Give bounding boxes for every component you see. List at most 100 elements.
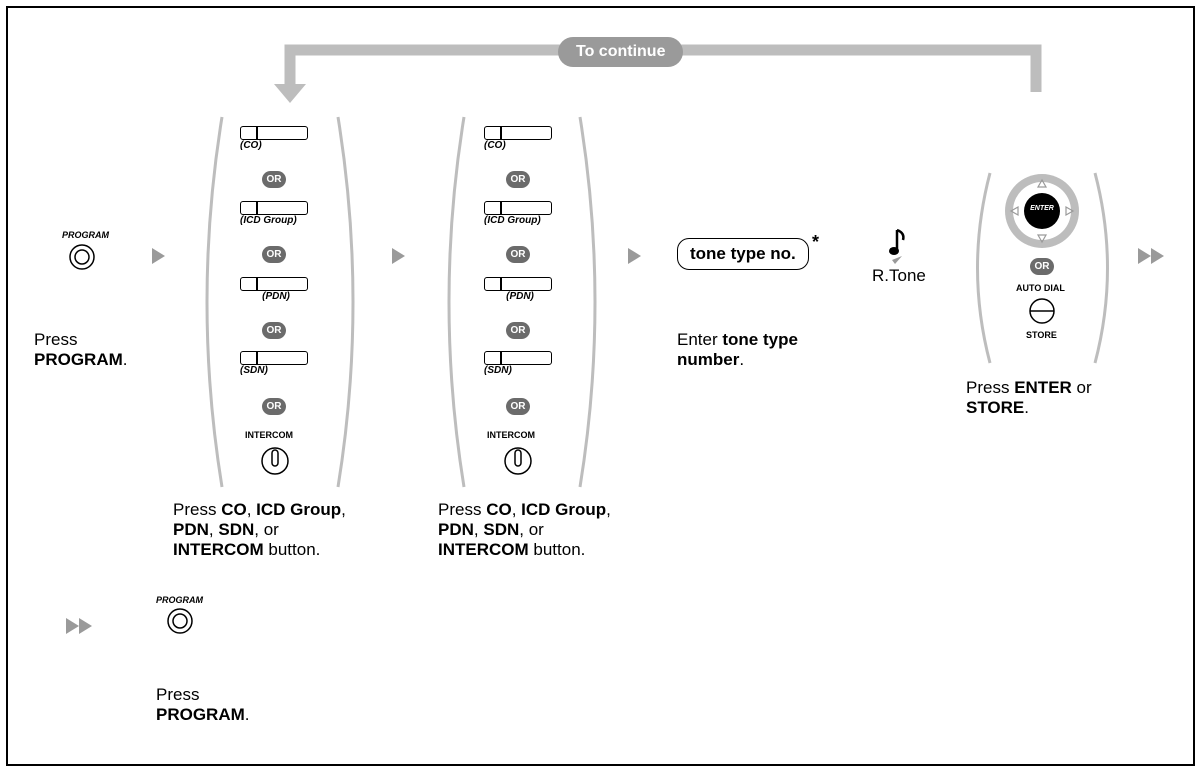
step1-line1: Press (34, 330, 78, 349)
paren-left-1 (205, 116, 224, 488)
program-caption: PROGRAM (156, 595, 203, 605)
co-label: (CO) (240, 140, 262, 151)
step5-text: Press (966, 378, 1015, 397)
step3-text: button. (528, 540, 586, 559)
intercom-caption: INTERCOM (487, 430, 535, 440)
step1-instruction: Press PROGRAM. (34, 330, 128, 370)
step2-text: , (208, 520, 219, 539)
or-badge: OR (262, 246, 286, 263)
step6-tail: . (244, 705, 250, 724)
step2-bold: PDN (173, 520, 209, 539)
step4-text: Enter (677, 330, 723, 349)
program-caption: PROGRAM (62, 230, 109, 240)
step3-text: , or (519, 520, 544, 539)
step3-instruction: Press CO, ICD Group, PDN, SDN, or INTERC… (438, 500, 678, 560)
next-arrow-3 (628, 248, 641, 264)
step2-text: , (341, 500, 346, 519)
step2-bold: ICD Group (256, 500, 342, 519)
step4-bold: tone type (722, 330, 798, 349)
pdn-button[interactable] (484, 277, 552, 291)
paren-right-2 (578, 116, 597, 488)
continue-double-arrow (1138, 248, 1164, 264)
step6-bold: PROGRAM (156, 705, 245, 724)
paren-right-1 (336, 116, 355, 488)
button-group-1: (CO) (240, 126, 312, 151)
step3-bold: CO (486, 500, 512, 519)
step4-text: . (739, 350, 745, 369)
pdn-group-2: (PDN) (484, 277, 556, 302)
paren-left-3 (976, 172, 992, 364)
step5-text: . (1024, 398, 1029, 417)
icd-label: (ICD Group) (484, 215, 541, 226)
store-caption: STORE (1026, 330, 1057, 340)
co-button[interactable] (484, 126, 552, 140)
icd-group-1: (ICD Group) (240, 201, 320, 226)
program-button-icon[interactable] (68, 243, 96, 271)
step2-text: Press (173, 500, 222, 519)
sdn-group-1: (SDN) (240, 351, 312, 376)
pdn-group-1: (PDN) (240, 277, 312, 302)
sdn-label: (SDN) (240, 365, 268, 376)
intercom-caption: INTERCOM (245, 430, 293, 440)
step1-tail: . (122, 350, 128, 369)
music-note-icon (889, 228, 905, 264)
pdn-button[interactable] (240, 277, 308, 291)
auto-dial-store-button-icon[interactable] (1027, 296, 1057, 326)
step3-bold: INTERCOM (438, 540, 529, 559)
auto-dial-caption: AUTO DIAL (1016, 283, 1065, 293)
asterisk-note: * (812, 232, 820, 252)
step6-line1: Press (156, 685, 200, 704)
program-button-icon[interactable] (166, 607, 194, 635)
step2-bold: CO (221, 500, 247, 519)
step3-bold: ICD Group (521, 500, 607, 519)
step4-instruction: Enter tone type number. (677, 330, 798, 370)
next-arrow-2 (392, 248, 405, 264)
step5-bold: STORE (966, 398, 1025, 417)
to-continue-label: To continue (558, 37, 684, 67)
tone-type-number-box[interactable]: tone type no. (677, 238, 809, 270)
step6-instruction: Press PROGRAM. (156, 685, 250, 725)
step2-text: button. (263, 540, 321, 559)
step5-instruction: Press ENTER or STORE. (966, 378, 1092, 418)
or-badge: OR (506, 322, 530, 339)
continued-double-arrow (66, 618, 92, 634)
or-badge: OR (506, 246, 530, 263)
step3-bold: PDN (438, 520, 474, 539)
next-arrow-1 (152, 248, 165, 264)
step1-bold: PROGRAM (34, 350, 123, 369)
enter-key-label: ENTER (1030, 205, 1054, 212)
or-badge: OR (1030, 258, 1054, 275)
paren-left-2 (447, 116, 466, 488)
step3-text: , (511, 500, 522, 519)
step3-text: Press (438, 500, 487, 519)
co-label: (CO) (484, 140, 506, 151)
icd-group-button[interactable] (484, 201, 552, 215)
or-badge: OR (262, 322, 286, 339)
step5-bold: ENTER (1014, 378, 1072, 397)
step4-bold: number (677, 350, 740, 369)
button-group-2: (CO) (484, 126, 556, 151)
rtone-label: R.Tone (872, 266, 926, 285)
or-badge: OR (262, 171, 286, 188)
sdn-button[interactable] (240, 351, 308, 365)
step2-text: , (246, 500, 257, 519)
navigator-key-icon[interactable] (1003, 172, 1081, 250)
step3-text: , (606, 500, 611, 519)
icd-group-button[interactable] (240, 201, 308, 215)
pdn-label: (PDN) (506, 291, 534, 302)
step5-text: or (1071, 378, 1092, 397)
intercom-button-icon[interactable] (260, 445, 290, 477)
step2-instruction: Press CO, ICD Group, PDN, SDN, or INTERC… (173, 500, 403, 560)
icd-group-2: (ICD Group) (484, 201, 564, 226)
sdn-label: (SDN) (484, 365, 512, 376)
step2-text: , or (254, 520, 279, 539)
step2-bold: SDN (218, 520, 255, 539)
paren-right-3 (1093, 172, 1109, 364)
sdn-group-2: (SDN) (484, 351, 556, 376)
intercom-button-icon[interactable] (503, 445, 533, 477)
co-button[interactable] (240, 126, 308, 140)
sdn-button[interactable] (484, 351, 552, 365)
step3-text: , (473, 520, 484, 539)
or-badge: OR (506, 398, 530, 415)
or-badge: OR (506, 171, 530, 188)
